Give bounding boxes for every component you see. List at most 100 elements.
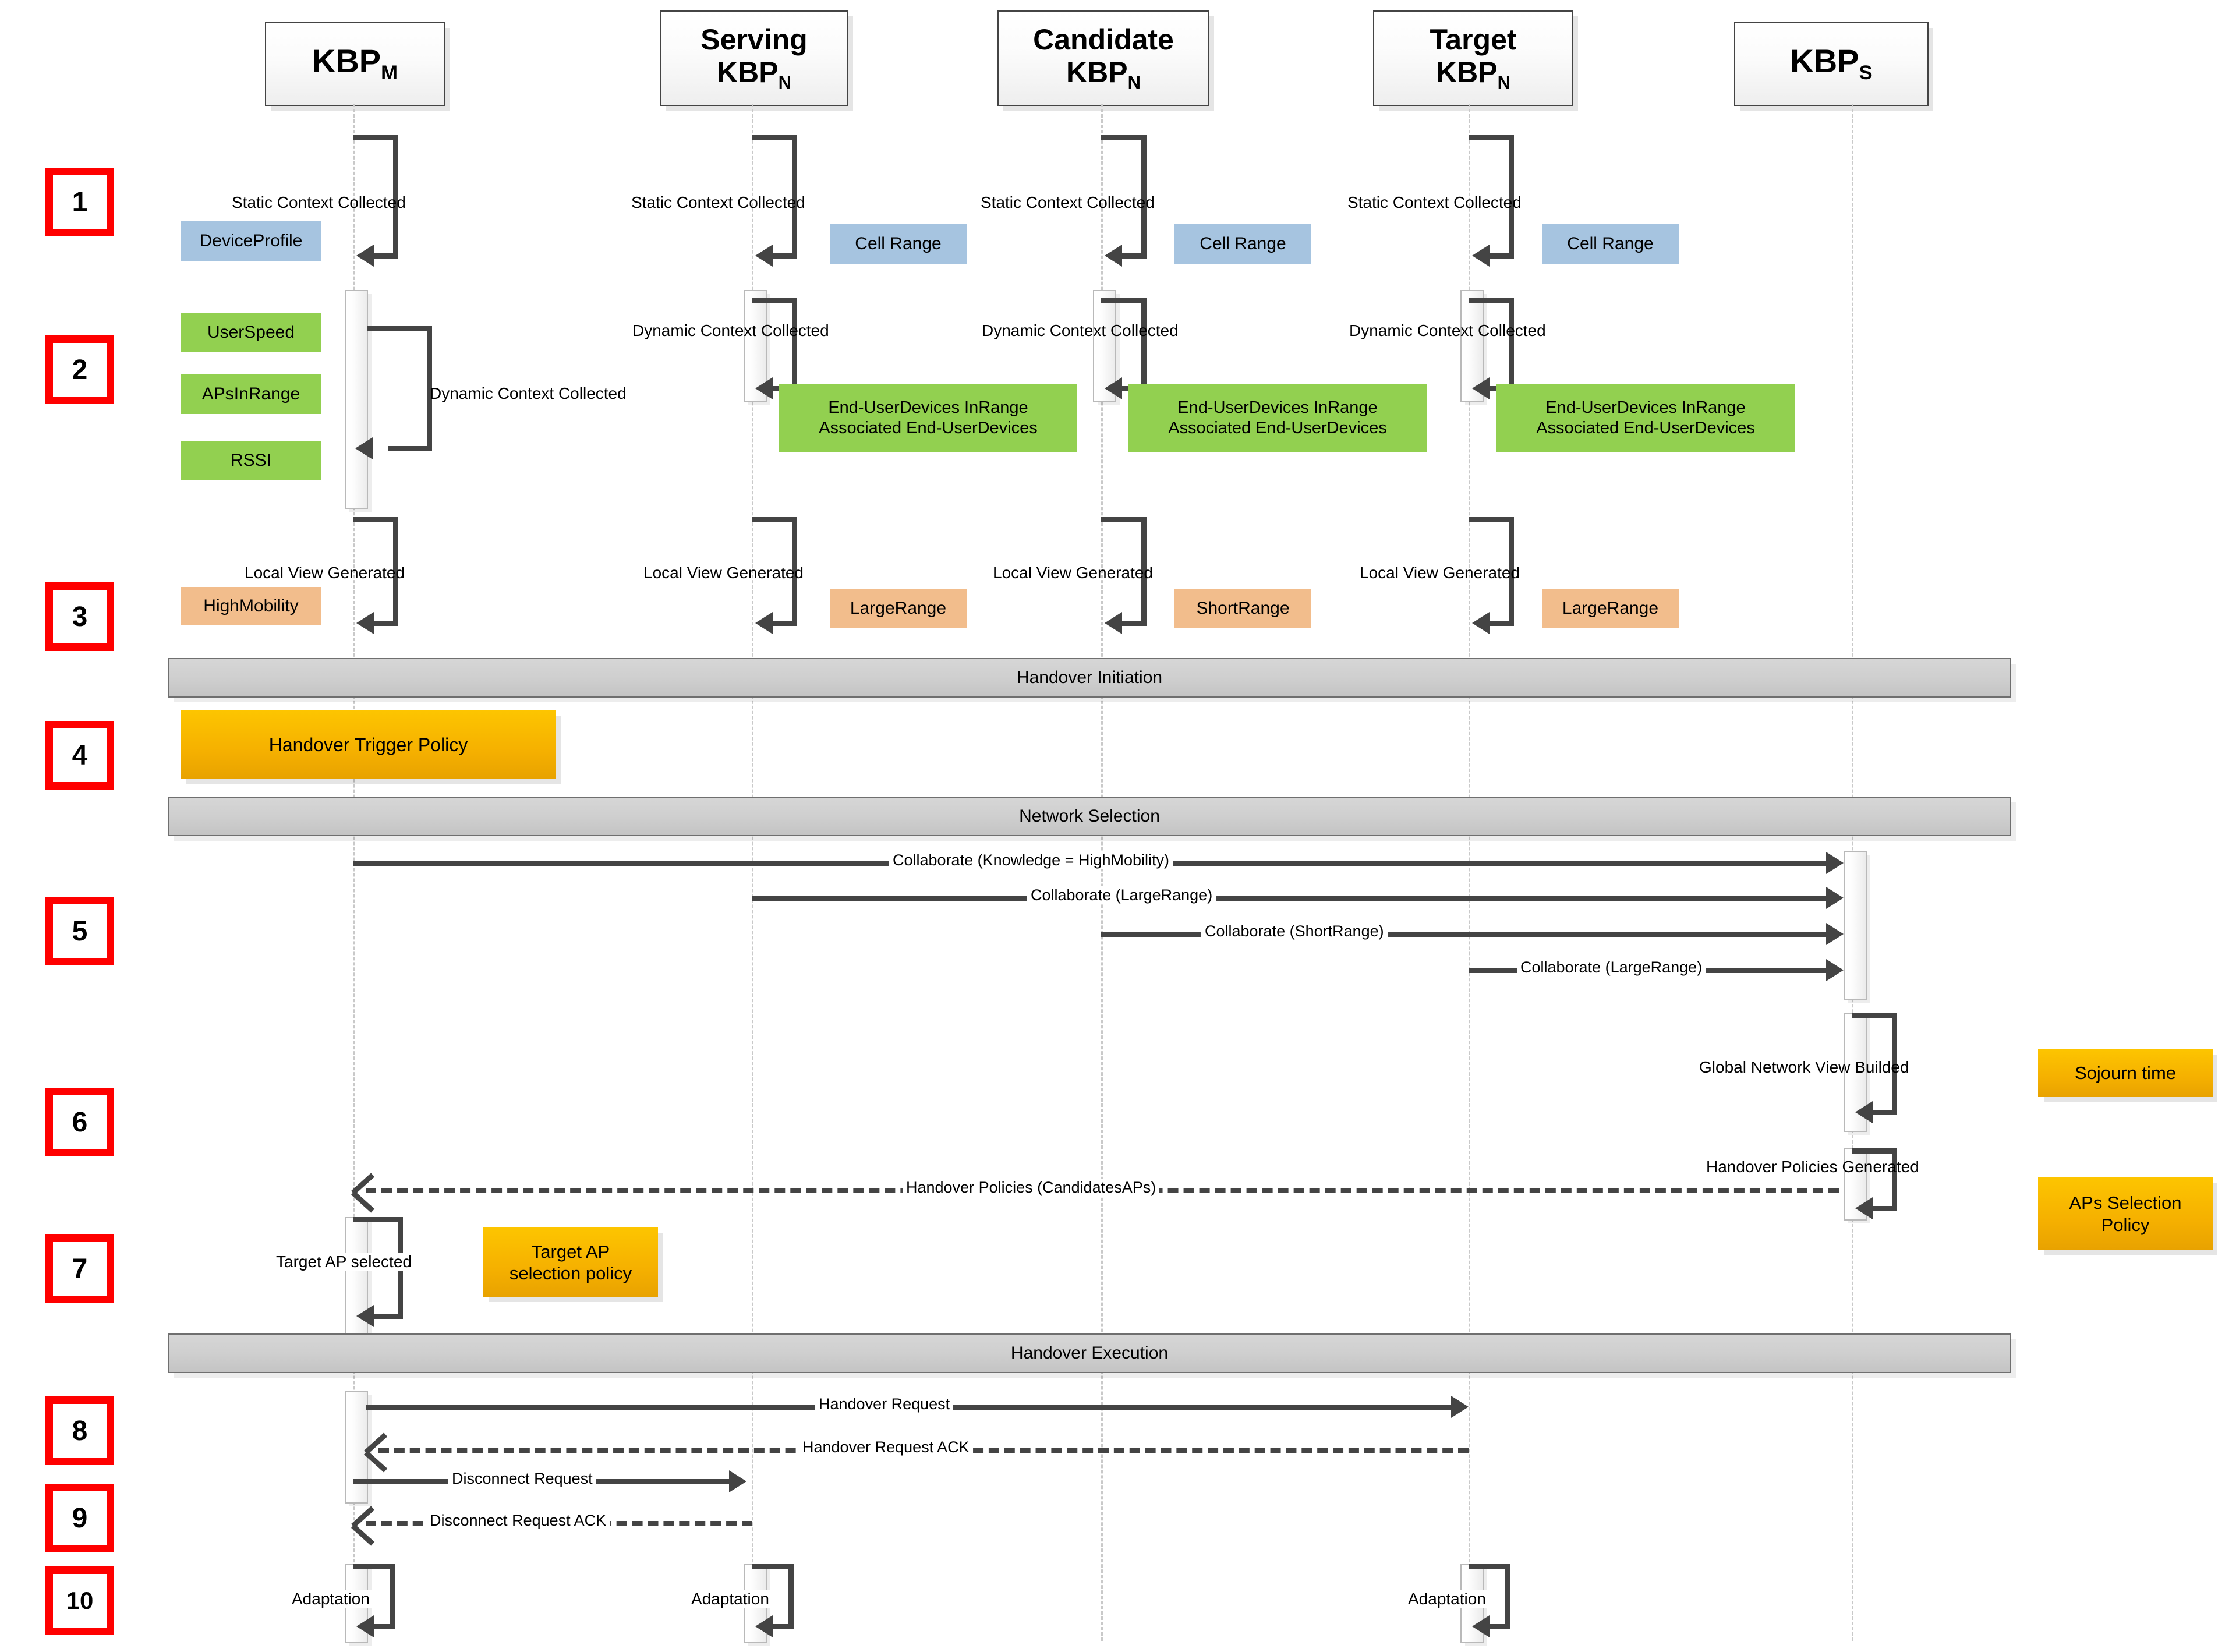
lifeline-head-target-kbp-n-line1: Target (1430, 23, 1517, 56)
note-enduserdevices-serving-line1: End-UserDevices InRange (828, 398, 1028, 418)
lifeline-head-serving-kbp-n-line1: Serving (700, 23, 808, 56)
section-network-selection-label: Network Selection (1019, 806, 1160, 826)
selfcall-static-kbp-m (353, 135, 398, 267)
label-local-view-candidate: Local View Generated (993, 564, 1153, 582)
section-handover-initiation-label: Handover Initiation (1016, 668, 1163, 687)
section-network-selection: Network Selection (168, 797, 2011, 836)
label-local-view-target: Local View Generated (1360, 564, 1520, 582)
label-dynamic-context-kbp-m: Dynamic Context Collected (430, 384, 627, 402)
note-large-range-target: LargeRange (1542, 589, 1679, 628)
message-collaborate-largerange-2-head (1826, 959, 1844, 981)
selfcall-dynamic-candidate (1101, 298, 1147, 399)
message-collaborate-largerange-1-head (1826, 887, 1844, 909)
label-static-context-target: Static Context Collected (1347, 193, 1522, 211)
selfcall-static-target (1469, 135, 1514, 267)
selfcall-static-serving (752, 135, 797, 267)
message-collaborate-largerange-2-label: Collaborate (LargeRange) (1517, 958, 1706, 977)
message-collaborate-highmobility-head (1826, 852, 1844, 874)
note-enduserdevices-candidate: End-UserDevices InRange Associated End-U… (1128, 384, 1427, 452)
step-badge-6: 6 (45, 1088, 114, 1156)
policy-target-ap-selection-line1: Target AP (531, 1241, 610, 1262)
section-handover-execution-label: Handover Execution (1010, 1343, 1169, 1363)
selfcall-handover-policies-generated (1852, 1148, 1897, 1219)
step-badge-2: 2 (45, 335, 114, 404)
lifeline-head-serving-kbp-n[interactable]: Serving KBPN (660, 10, 848, 106)
label-target-ap-selected: Target AP selected (274, 1253, 414, 1271)
label-local-view-serving: Local View Generated (643, 564, 804, 582)
label-dynamic-context-target: Dynamic Context Collected (1349, 321, 1546, 339)
message-collaborate-shortrange-line (1101, 932, 1826, 937)
selfcall-localview-candidate (1101, 517, 1147, 634)
lifeline-head-candidate-kbp-n-line1: Candidate (1033, 23, 1174, 56)
lifeline-serving-kbp-n (752, 104, 753, 1641)
lifeline-head-kbp-m-label: KBPM (312, 43, 398, 84)
message-disconnect-request-head (729, 1470, 746, 1492)
step-badge-8: 8 (45, 1396, 114, 1465)
lifeline-head-kbp-m[interactable]: KBPM (265, 22, 445, 106)
note-enduserdevices-serving: End-UserDevices InRange Associated End-U… (779, 384, 1077, 452)
policy-aps-selection: APs Selection Policy (2038, 1177, 2213, 1250)
label-adaptation-target: Adaptation (1406, 1590, 1488, 1608)
policy-sojourn-time: Sojourn time (2038, 1049, 2213, 1097)
message-handover-request-head (1451, 1396, 1469, 1418)
label-adaptation-kbp-m: Adaptation (290, 1590, 372, 1608)
selfcall-localview-target (1469, 517, 1514, 634)
selfcall-dynamic-serving (752, 298, 797, 399)
activation-kbp-m-handover (345, 1391, 368, 1504)
lifeline-head-target-kbp-n-line2: KBPN (1436, 56, 1510, 93)
policy-target-ap-selection: Target AP selection policy (483, 1227, 658, 1297)
lifeline-head-kbp-s[interactable]: KBPS (1734, 22, 1929, 106)
note-enduserdevices-serving-line2: Associated End-UserDevices (819, 419, 1038, 437)
label-dynamic-context-serving: Dynamic Context Collected (632, 321, 829, 339)
step-badge-9: 9 (45, 1484, 114, 1552)
note-device-profile: DeviceProfile (181, 221, 321, 261)
note-enduserdevices-target: End-UserDevices InRange Associated End-U… (1496, 384, 1795, 452)
note-short-range-candidate: ShortRange (1174, 589, 1311, 628)
selfcall-dynamic-target (1469, 298, 1514, 399)
label-static-context-candidate: Static Context Collected (981, 193, 1155, 211)
lifeline-head-candidate-kbp-n-line2: KBPN (1066, 56, 1141, 93)
note-rssi: RSSI (181, 441, 321, 480)
note-cell-range-serving: Cell Range (830, 224, 967, 264)
selfcall-dynamic-kbp-m (355, 326, 432, 459)
label-adaptation-serving: Adaptation (689, 1590, 771, 1608)
label-local-view-kbp-m: Local View Generated (245, 564, 405, 582)
step-badge-3: 3 (45, 582, 114, 651)
label-static-context-serving: Static Context Collected (631, 193, 805, 211)
activation-kbp-m-dynamic (345, 290, 368, 509)
message-collaborate-shortrange-label: Collaborate (ShortRange) (1201, 922, 1388, 940)
section-handover-initiation: Handover Initiation (168, 658, 2011, 698)
step-badge-7: 7 (45, 1234, 114, 1303)
step-badge-4: 4 (45, 721, 114, 790)
lifeline-head-target-kbp-n[interactable]: Target KBPN (1373, 10, 1573, 106)
lifeline-head-serving-kbp-n-line2: KBPN (717, 56, 791, 93)
note-user-speed: UserSpeed (181, 313, 321, 352)
selfcall-localview-serving (752, 517, 797, 634)
message-collaborate-highmobility-label: Collaborate (Knowledge = HighMobility) (889, 851, 1173, 869)
message-collaborate-shortrange-head (1826, 923, 1844, 945)
label-handover-policies-generated: Handover Policies Generated (1706, 1158, 1919, 1176)
step-badge-5: 5 (45, 897, 114, 965)
note-high-mobility: HighMobility (181, 587, 321, 625)
message-disconnect-request-label: Disconnect Request (448, 1470, 596, 1488)
note-large-range-serving: LargeRange (830, 589, 967, 628)
note-enduserdevices-target-line2: Associated End-UserDevices (1536, 419, 1755, 437)
note-enduserdevices-candidate-line1: End-UserDevices InRange (1177, 398, 1378, 418)
lifeline-head-candidate-kbp-n[interactable]: Candidate KBPN (997, 10, 1209, 106)
policy-aps-selection-line2: Policy (2101, 1214, 2150, 1235)
section-handover-execution: Handover Execution (168, 1333, 2011, 1373)
lifeline-head-kbp-s-label: KBPS (1790, 43, 1873, 84)
policy-target-ap-selection-line2: selection policy (509, 1263, 632, 1283)
note-aps-in-range: APsInRange (181, 374, 321, 414)
step-badge-1: 1 (45, 168, 114, 236)
note-cell-range-target: Cell Range (1542, 224, 1679, 264)
note-cell-range-candidate: Cell Range (1174, 224, 1311, 264)
label-dynamic-context-candidate: Dynamic Context Collected (982, 321, 1179, 339)
selfcall-localview-kbp-m (353, 517, 398, 634)
lifeline-target-kbp-n (1469, 104, 1470, 1641)
step-badge-10: 10 (45, 1566, 114, 1635)
message-handover-request-label: Handover Request (815, 1395, 954, 1413)
note-enduserdevices-candidate-line2: Associated End-UserDevices (1168, 419, 1387, 437)
message-collaborate-largerange-1-line (752, 896, 1826, 901)
